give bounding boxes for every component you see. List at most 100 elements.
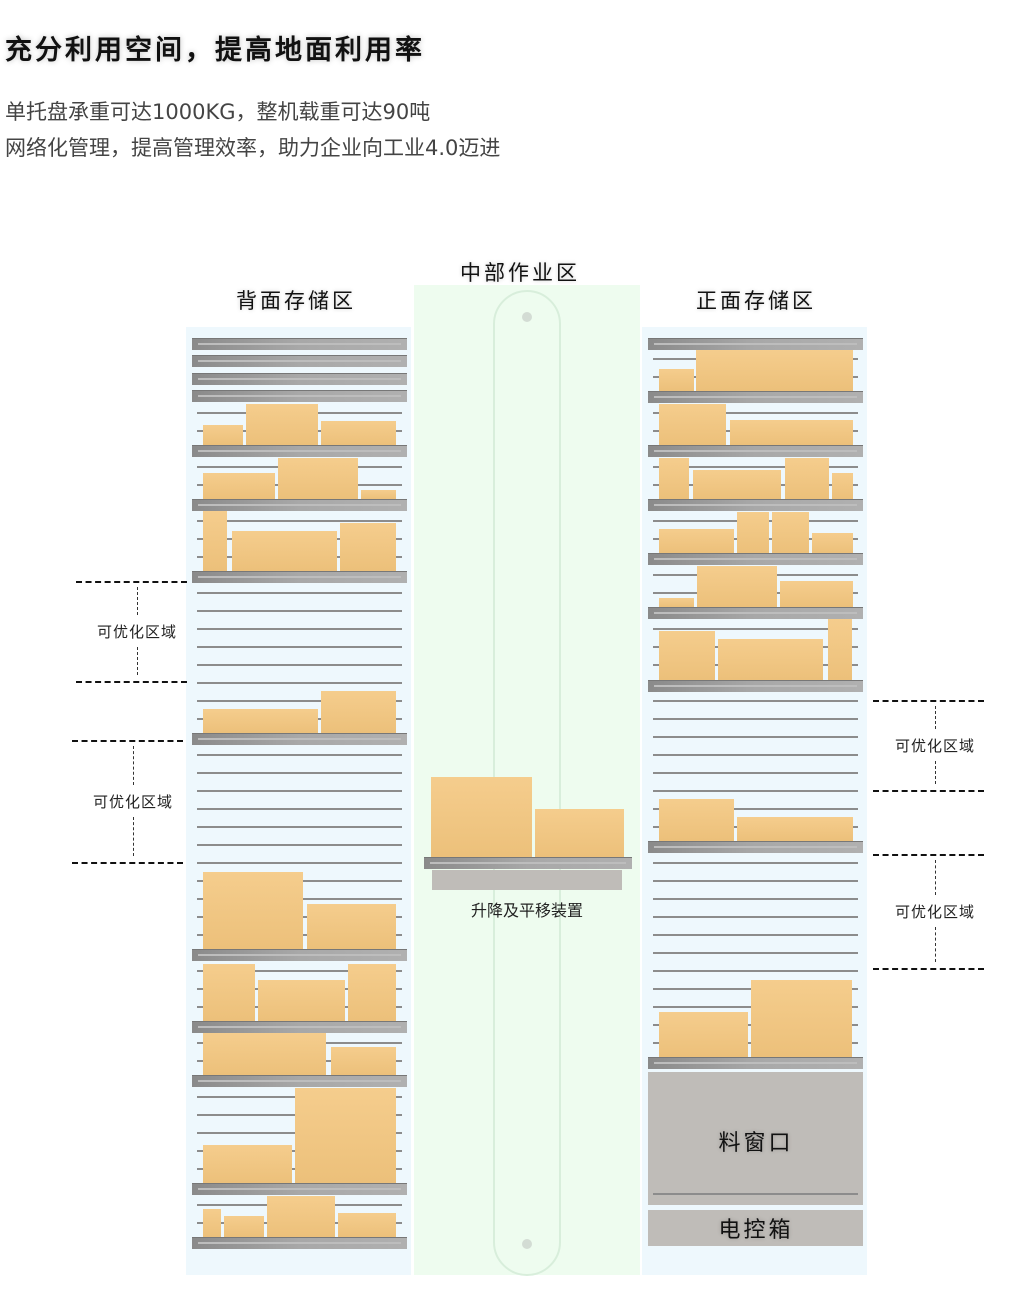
arrow-down-icon [935,761,936,784]
cargo-box [697,566,777,607]
rack-line [197,628,402,630]
rack-line [653,862,858,864]
cargo-box [737,512,769,553]
shelf [648,607,863,619]
cargo-box [321,691,396,733]
rail-top-dot [522,312,532,322]
cargo-box [659,1012,748,1057]
middle-work-title: 中部作业区 [460,261,580,285]
cargo-box [203,425,243,445]
arrow-down-icon [137,647,138,675]
rack-line [197,520,402,522]
rack-line [653,880,858,882]
cargo-box [659,799,734,841]
shelf [648,841,863,853]
rack-line [197,664,402,666]
shelf [192,445,407,457]
material-window [648,1072,863,1205]
shelf [192,949,407,961]
rack-line [197,826,402,828]
zone-boundary-bottom [72,862,183,864]
arrow-up-icon [935,860,936,895]
rail-bottom-dot [522,1239,532,1249]
cargo-box [267,1196,335,1237]
shelf [192,390,407,402]
cargo-box [718,639,823,680]
shelf [192,373,407,385]
rack-line [653,772,858,774]
shelf [192,499,407,511]
arrow-down-icon [935,927,936,962]
subtitle-line-1: 单托盘承重可达1000KG，整机载重可达90吨 [5,100,431,124]
rack-line [197,682,402,684]
cargo-box [348,964,396,1021]
rack-line [653,700,858,702]
zone-boundary-top [873,854,984,856]
front-storage-title: 正面存储区 [696,289,816,313]
optimizable-zone-label: 可优化区域 [894,903,976,921]
cargo-box [307,904,396,949]
shelf [648,680,863,692]
back-storage-title: 背面存储区 [236,289,356,313]
zone-boundary-bottom [873,968,984,970]
rack-line [653,898,858,900]
cargo-box [737,817,853,841]
cargo-box [203,709,318,733]
shelf [192,1075,407,1087]
material-window-label: 料窗口 [718,1131,794,1156]
rack-line [653,718,858,720]
cargo-box [203,473,275,499]
optimizable-zone-label: 可优化区域 [894,737,976,755]
cargo-box [696,350,853,391]
rack-line [197,970,402,972]
cargo-box [203,1033,326,1075]
lift-carriage [432,870,622,890]
lift-platform [424,857,632,869]
cargo-box [203,964,255,1021]
cargo-box [659,458,689,499]
rack-line [653,808,858,810]
shelf [192,1021,407,1033]
cargo-box [780,581,853,607]
rack-line [197,862,402,864]
shelf [648,499,863,511]
rack-line [653,952,858,954]
cargo-box [659,404,726,445]
rack-line [197,754,402,756]
zone-boundary-bottom [76,681,187,683]
shelf [648,445,863,457]
zone-boundary-top [72,740,183,742]
rack-line [653,466,858,468]
rack-line [653,412,858,414]
cargo-box [772,512,809,553]
cargo-box [832,473,853,499]
rack-line [653,934,858,936]
cargo-box [203,1145,292,1183]
lift-cargo-box [535,809,624,857]
arrow-up-icon [133,746,134,785]
optimizable-zone-label: 可优化区域 [92,793,174,811]
rack-line [197,808,402,810]
cargo-box [730,420,853,445]
shelf [192,1183,407,1195]
cargo-box [258,980,345,1021]
cargo-box [278,458,358,499]
cargo-box [751,980,852,1057]
cargo-box [693,470,781,499]
rack-line [653,916,858,918]
rack-line [653,754,858,756]
cargo-box [203,511,227,571]
cargo-box [361,490,396,499]
cargo-box [295,1088,396,1183]
lift-label: 升降及平移装置 [470,901,584,920]
cargo-box [659,369,694,391]
cargo-box [812,533,853,553]
shelf [192,571,407,583]
cargo-box [659,598,694,607]
rack-line [197,790,402,792]
cargo-box [203,872,303,949]
rack-line [197,610,402,612]
middle-work-area: 升降及平移装置 [414,285,640,1276]
rack-line [197,646,402,648]
